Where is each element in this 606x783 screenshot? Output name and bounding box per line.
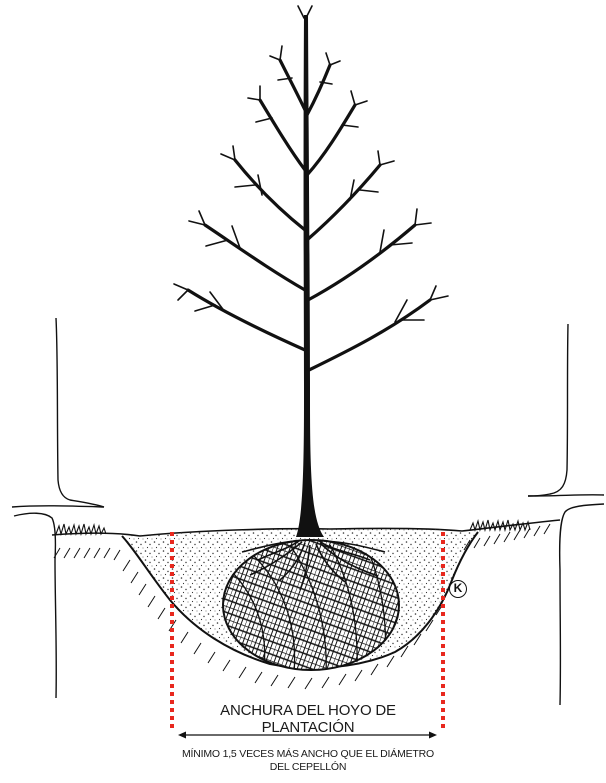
minimum-width-note: MÍNIMO 1,5 VECES MÁS ANCHO QUE EL DIÁMET… xyxy=(150,748,466,774)
left-soil-profile xyxy=(12,318,104,698)
k-marker: K xyxy=(449,580,467,598)
tree-trunk xyxy=(296,15,324,537)
minimum-note-line-1: MÍNIMO 1,5 VECES MÁS ANCHO QUE EL DIÁMET… xyxy=(150,748,466,761)
hole-width-label: ANCHURA DEL HOYO DE PLANTACIÓN xyxy=(172,702,444,736)
minimum-note-line-2: DEL CEPELLÓN xyxy=(150,761,466,774)
root-ball xyxy=(223,540,399,690)
right-soil-profile xyxy=(528,324,604,705)
tree-branches xyxy=(174,6,448,370)
